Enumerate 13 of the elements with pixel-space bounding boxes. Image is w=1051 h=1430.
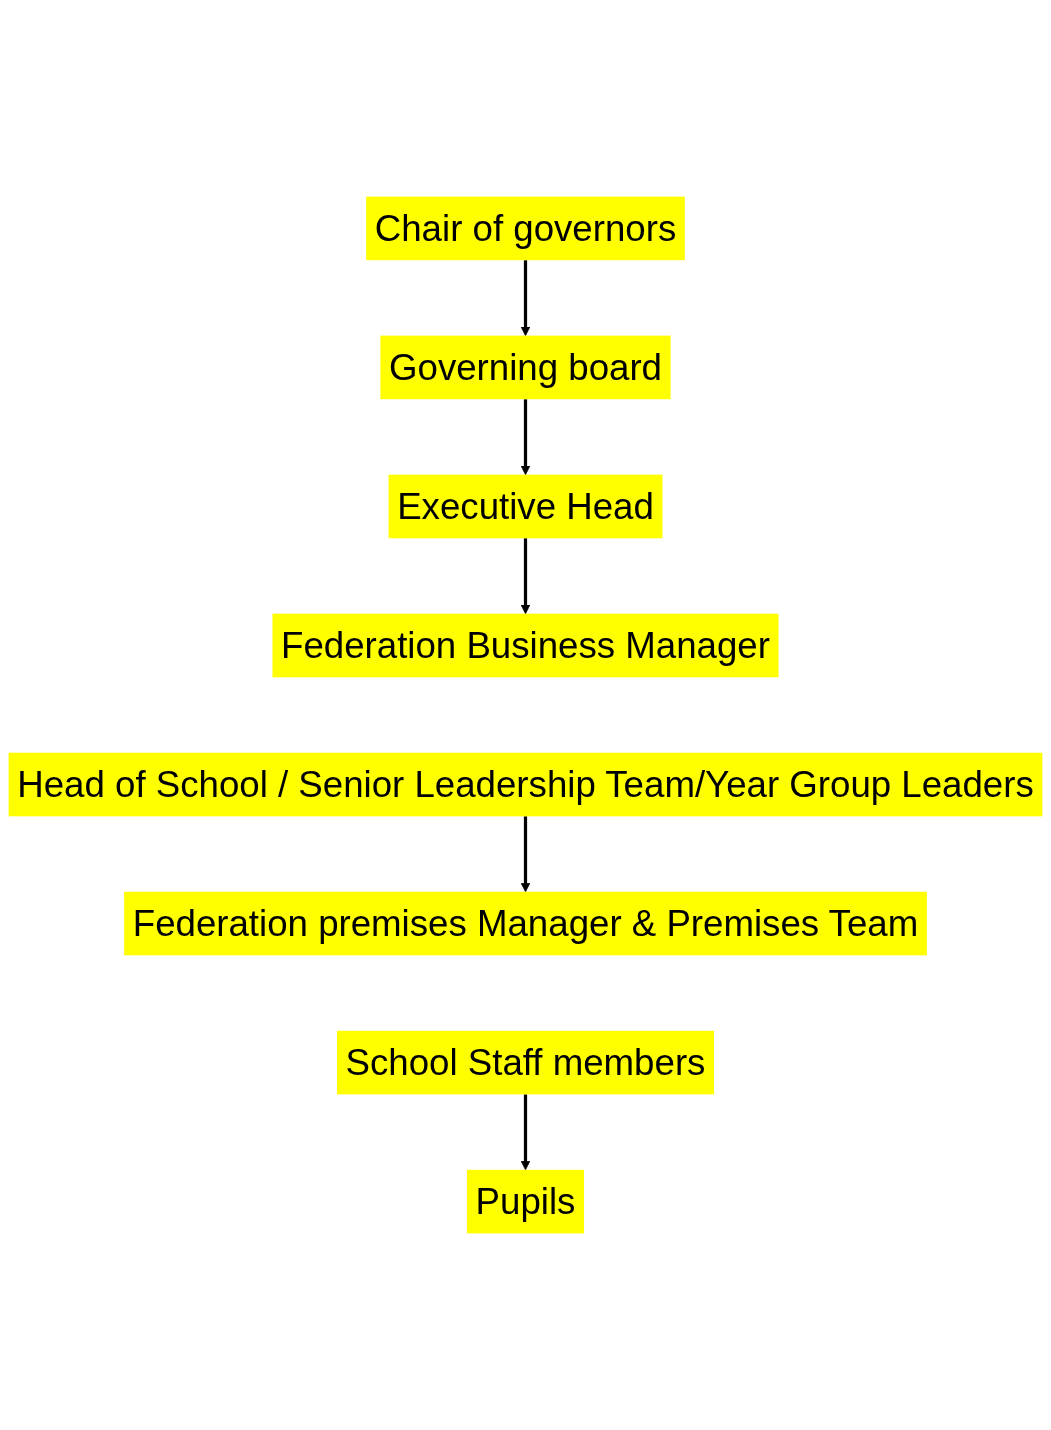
node-box: Pupils — [466, 1169, 585, 1234]
node-box: Head of School / Senior Leadership Team/Year Group Leaders — [8, 752, 1043, 817]
arrow — [520, 816, 531, 893]
node-box: Executive Head — [388, 474, 663, 539]
arrow — [520, 1094, 531, 1171]
node-box: Federation Business Manager — [272, 613, 779, 678]
node-box: Federation premises Manager & Premises Team — [124, 891, 927, 956]
arrow — [520, 538, 531, 615]
arrow — [520, 399, 531, 476]
node-box: Chair of governors — [366, 196, 685, 261]
arrow — [520, 260, 531, 337]
node-box: School Staff members — [336, 1030, 715, 1095]
node-box: Governing board — [380, 335, 671, 400]
